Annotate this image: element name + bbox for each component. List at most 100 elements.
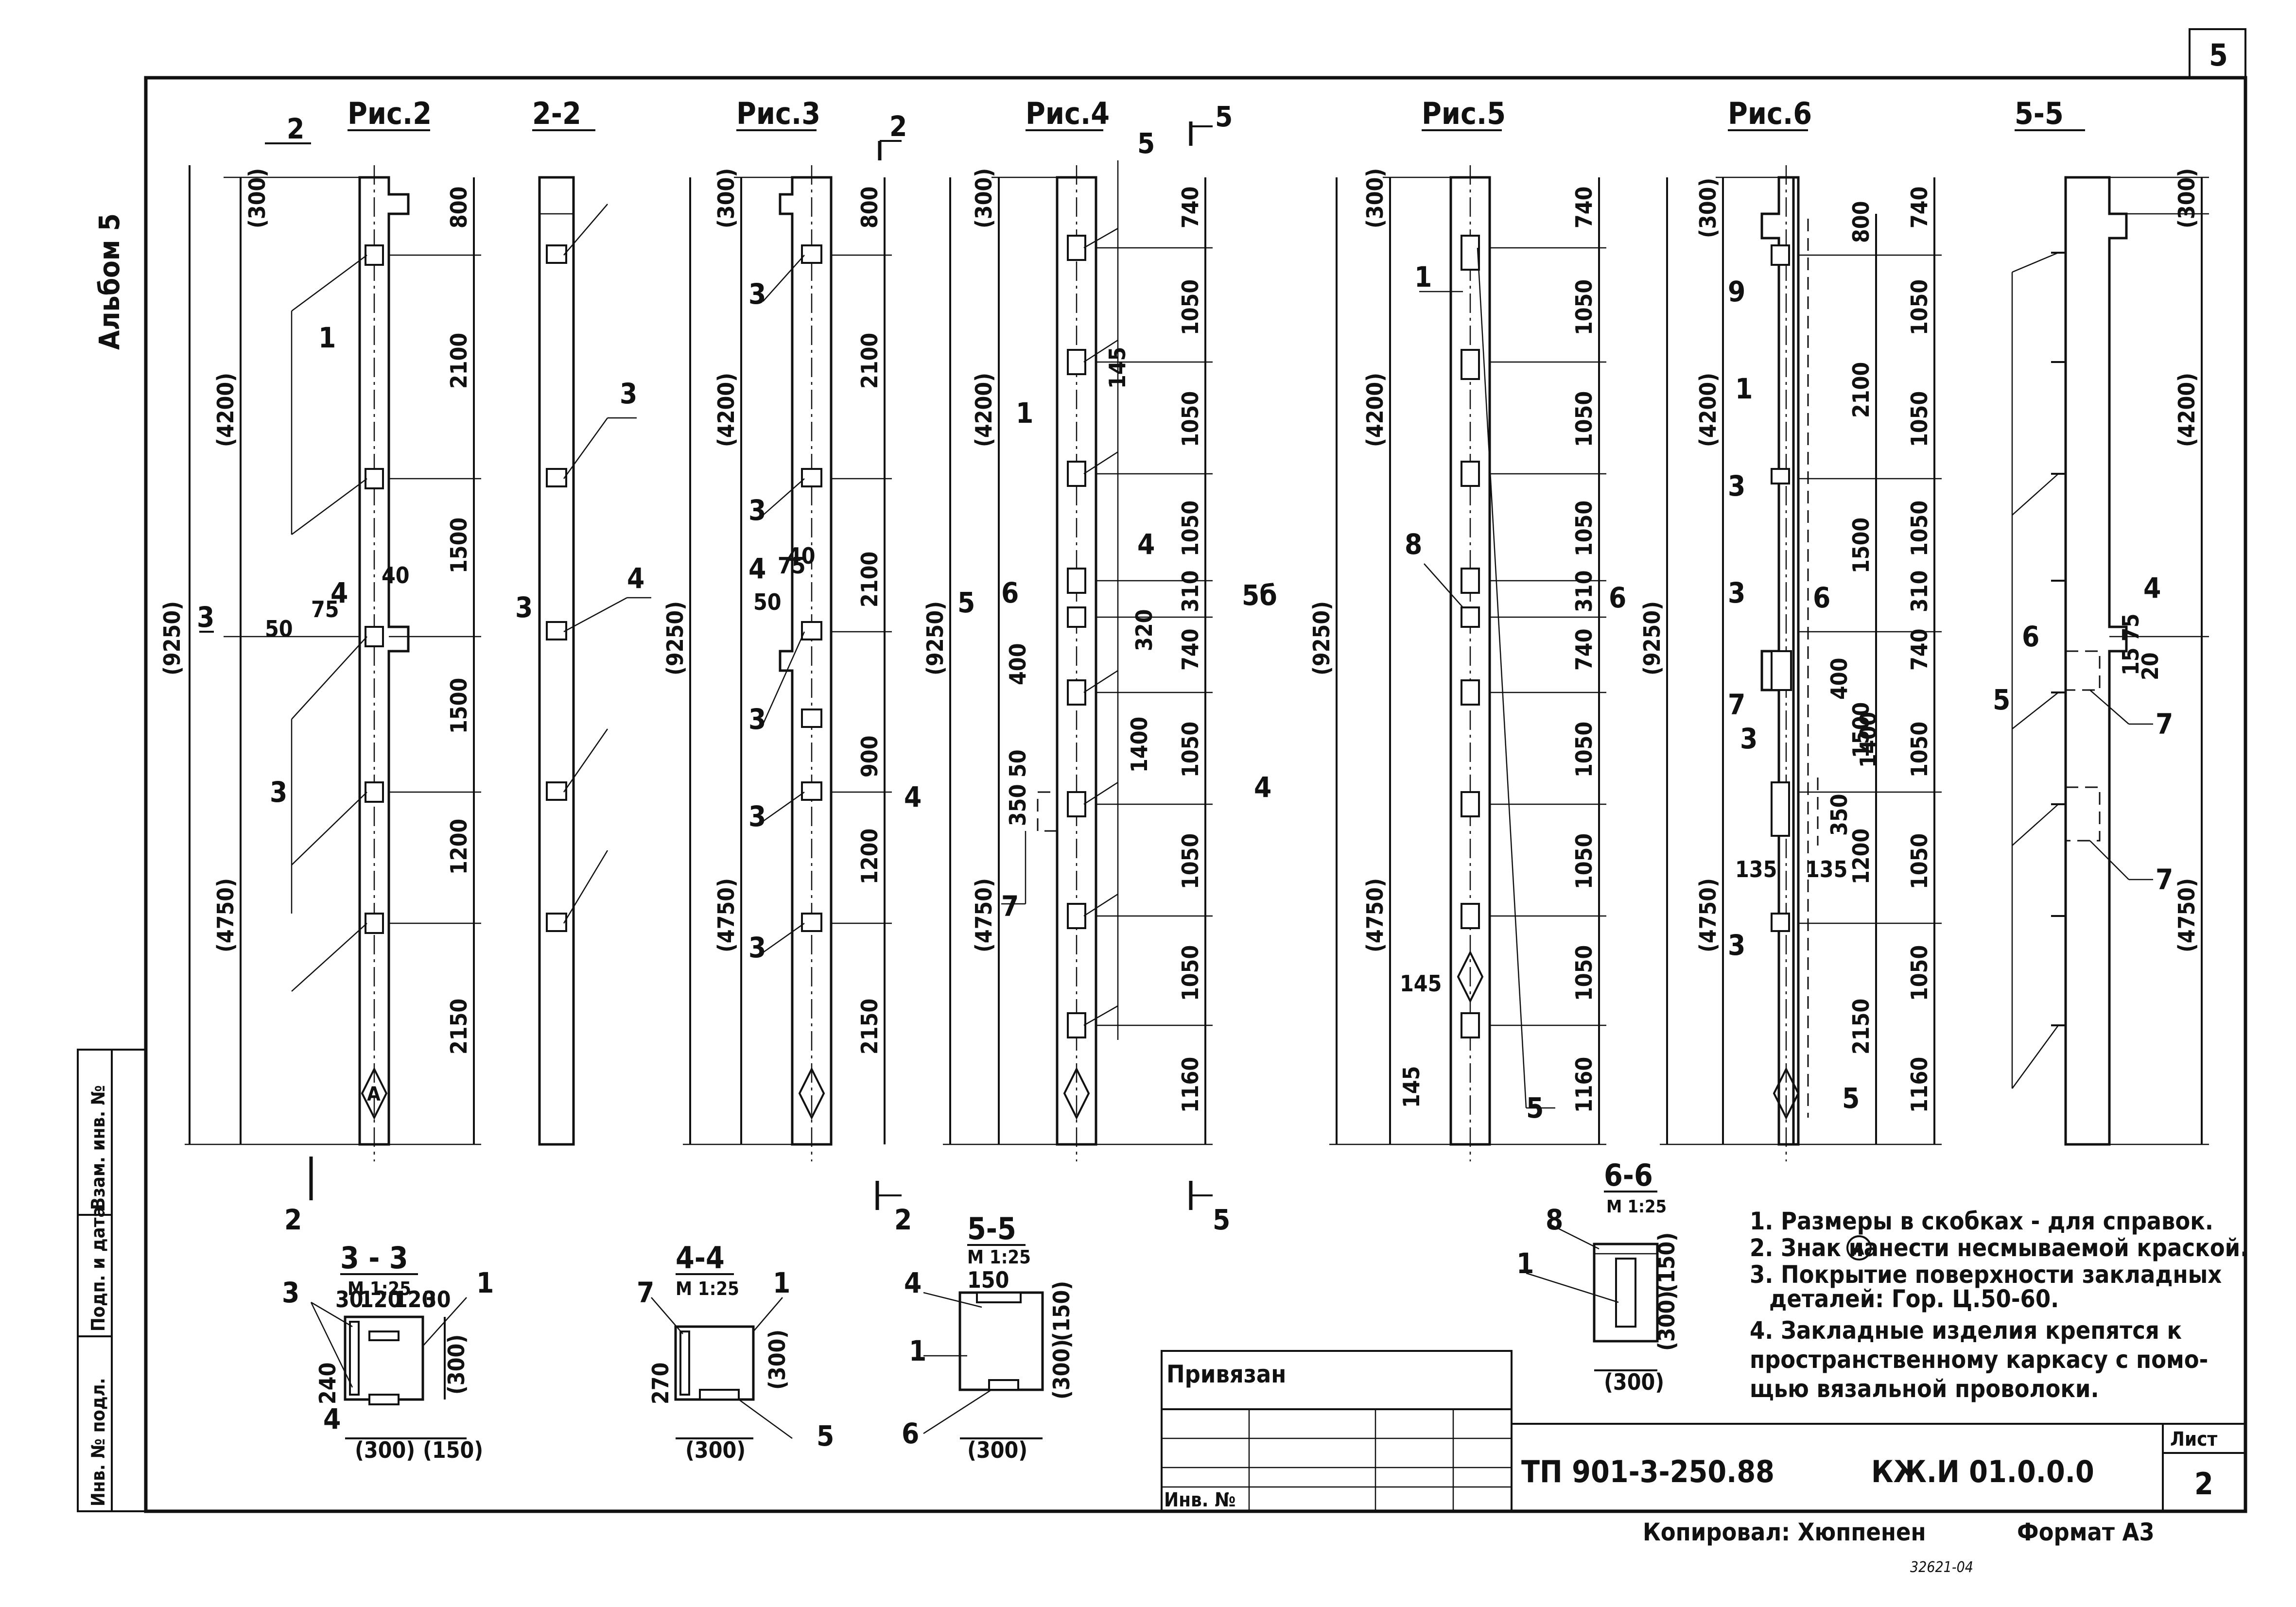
s33-d2: 120	[394, 1286, 435, 1313]
fig4-dim-3: 1050	[1177, 501, 1203, 556]
fig6-dim-4: 1200	[1848, 829, 1874, 884]
fig3-callout-3b: 3	[748, 494, 766, 527]
fig2-dim-0: 800	[446, 187, 472, 228]
fig6-callout-3b: 3	[1728, 576, 1745, 609]
sec55-callout-7a: 7	[2156, 708, 2173, 741]
fig4-dim-lower: (4750)	[971, 878, 997, 952]
fig5-cut-6: 6	[1609, 581, 1626, 614]
note-2: 2. Знак нанести несмываемой краской.	[1750, 1234, 2248, 1262]
note-3b: деталей: Гор. Ц.50-60.	[1769, 1285, 2059, 1313]
fig5-dim-lower: (4750)	[1362, 878, 1388, 952]
fig3-dim-3: 900	[856, 736, 883, 778]
fig3-dim-total: (9250)	[662, 601, 688, 675]
stamp-list-value: 2	[2194, 1466, 2213, 1502]
fig3-cut-2-top: 2	[889, 110, 907, 143]
sec55-callout-4: 4	[2143, 571, 2161, 605]
sheet-number-box	[2189, 28, 2246, 79]
fig5-dim-5: 740	[1571, 629, 1597, 671]
sheet-number: 5	[2209, 37, 2228, 73]
fig4-callout-5: 5	[1137, 127, 1155, 160]
fig3-callout-3a: 3	[748, 277, 766, 311]
s55-d150v: (150)	[1048, 1281, 1075, 1341]
fig5-dim-head: (300)	[1362, 168, 1388, 228]
fig3-dim-1: 2100	[856, 333, 883, 389]
fig4-dim-9: 1160	[1177, 1057, 1203, 1113]
fig3-dim-5: 2150	[856, 999, 883, 1054]
fig4-cut-5-left: 5	[957, 586, 975, 619]
album-label: Альбом 5	[93, 213, 126, 350]
s33-d8: (150)	[423, 1437, 483, 1463]
fig6-dim-r3: 1050	[1906, 501, 1932, 556]
fig3-d75: 75	[778, 553, 806, 579]
sec55-callout-7b: 7	[2156, 863, 2173, 896]
fig2-dim-5: 2150	[446, 999, 472, 1054]
fig4-dim-upper: (4200)	[971, 373, 997, 447]
footer-stamp-small: 32621-04	[1910, 1559, 1973, 1576]
cut-2-bottom: 2	[284, 1203, 302, 1236]
section-6-6: 6-6 М 1:25	[1526, 1158, 1667, 1371]
s66-callout-1: 1	[1516, 1247, 1534, 1280]
fig6-d1400: 1400	[1855, 712, 1881, 768]
fig4-d400: 400	[1005, 643, 1031, 685]
s44-d300: (300)	[685, 1437, 746, 1463]
fig2-mark: А	[367, 1083, 381, 1106]
sec55-d20: 20	[2137, 652, 2163, 680]
note-mark-symbol	[1846, 1235, 1872, 1261]
s55-callout-4: 4	[904, 1266, 922, 1299]
stamp-code: КЖ.И 01.0.0.0	[1871, 1454, 2094, 1489]
s33-callout-1: 1	[476, 1266, 494, 1299]
fig4-callout-4: 4	[1137, 528, 1155, 561]
s44-d300v: (300)	[764, 1330, 790, 1390]
sec55-dim-lower: (4750)	[2174, 878, 2200, 952]
fig5-dim-4: 310	[1571, 570, 1597, 612]
s33-d5: 240	[314, 1363, 341, 1404]
s33-d3: 30	[423, 1286, 451, 1313]
sec55-callout-5: 5	[1993, 683, 2010, 716]
fig4-callout-6: 6	[1001, 576, 1019, 609]
fig6-dim-r5: 740	[1906, 629, 1932, 671]
fig4-dim-4: 310	[1177, 570, 1203, 612]
s33-d7: (300)	[355, 1437, 415, 1463]
s44-d270: 270	[647, 1363, 674, 1404]
note-4b: пространственному каркасу с помо-	[1750, 1346, 2208, 1374]
sec55-callout-6: 6	[2022, 620, 2039, 653]
fig6-dim-upper: (4200)	[1695, 373, 1721, 447]
fig5-dim-7: 1050	[1571, 833, 1597, 889]
s33-d0: 30	[335, 1286, 364, 1313]
fig4-dim-1: 1050	[1177, 279, 1203, 335]
fig5-dim-1: 1050	[1571, 279, 1597, 335]
section-3-3: 3 - 3 М 1:25	[310, 1240, 467, 1439]
fig5-dim-total: (9250)	[1308, 601, 1335, 675]
fig6-callout-7: 7	[1728, 688, 1745, 721]
fig3-title: Рис.3	[736, 96, 820, 131]
fig5-dim-6: 1050	[1571, 722, 1597, 778]
section-5-5: 5-5 М 1:25	[923, 1211, 1044, 1439]
fig4-callout-7: 7	[1001, 890, 1019, 923]
fig3-dim-upper: (4200)	[713, 373, 739, 447]
note-1: 1. Размеры в скобках - для справок.	[1750, 1207, 2213, 1235]
fig4-d145: 145	[1104, 347, 1131, 389]
fig6-dim-r4: 310	[1906, 570, 1932, 612]
fig2-d75: 75	[311, 596, 339, 622]
s33-title: 3 - 3	[340, 1240, 408, 1276]
fig2-dim-2: 1500	[446, 518, 472, 573]
s66-d300v: (300)	[1653, 1291, 1680, 1351]
fig4-dim-6: 1050	[1177, 722, 1203, 778]
sec22-column	[538, 176, 651, 1146]
side-col-sign: Подп. и дата	[87, 1206, 109, 1331]
s55-title: 5-5	[967, 1211, 1016, 1246]
s33-d300v: (300)	[443, 1334, 470, 1395]
s66-callout-8: 8	[1546, 1203, 1563, 1236]
fig3-d50: 50	[753, 589, 782, 615]
fig6-dim-r6: 1050	[1906, 722, 1932, 778]
s44-title: 4-4	[676, 1240, 725, 1276]
fig6-callout-3a: 3	[1728, 469, 1745, 502]
fig2-callout-3: 3	[270, 776, 287, 809]
fig5-dim-9: 1160	[1571, 1057, 1597, 1113]
sec55-dim-upper: (4200)	[2174, 373, 2200, 447]
fig2-column: А	[185, 165, 481, 1161]
fig5-title: Рис.5	[1422, 96, 1506, 131]
cut-2-top: 2	[287, 112, 304, 145]
fig3-callout-3c: 3	[748, 703, 766, 736]
